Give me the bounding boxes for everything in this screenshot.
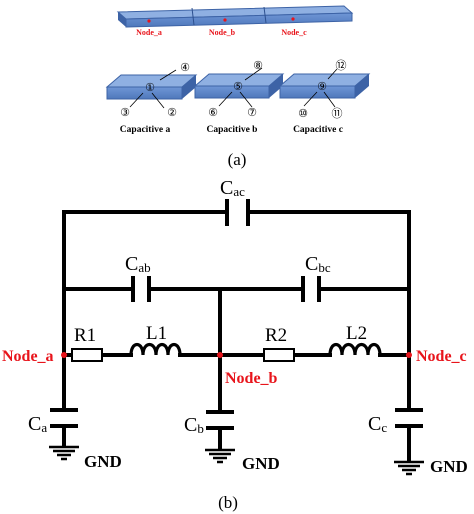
- label-node-a: Node_a: [2, 348, 54, 365]
- mark-5: ⑤: [233, 81, 243, 93]
- caption-b: (b): [218, 493, 238, 512]
- mark-6: ⑥: [208, 107, 218, 119]
- label-ca: Ca: [28, 413, 47, 435]
- label-node-c: Node_c: [416, 348, 467, 365]
- ground-symbol-c: [394, 460, 424, 476]
- label-gnd-b: GND: [242, 454, 280, 473]
- panel-b-circuit: [50, 199, 423, 463]
- inductor-l2: [328, 342, 382, 356]
- capacitive-block-c: ⑨ ⑩ ⑪ ⑫ Capacitive c: [278, 59, 371, 135]
- mark-4: ④: [180, 62, 190, 74]
- mark-7: ⑦: [247, 107, 257, 119]
- mark-2: ②: [167, 107, 177, 119]
- node-b-dot: [223, 18, 227, 22]
- mark-12: ⑫: [336, 59, 347, 72]
- mark-11: ⑪: [332, 107, 343, 120]
- mark-9: ⑨: [317, 81, 327, 93]
- node-b-junction: [217, 352, 223, 358]
- capacitive-block-b: ⑤ ⑥ ⑦ ⑧ Capacitive b: [193, 60, 285, 135]
- ground-symbol-b: [205, 448, 235, 464]
- panel-b-labels: Cac Cab Cbc Ca Cb Cc R1 R2 L1 L2 Node_a …: [2, 177, 468, 512]
- node-a-junction: [61, 352, 67, 358]
- inductor-l1: [129, 342, 182, 356]
- label-cac: Cac: [220, 177, 245, 199]
- mark-3: ③: [120, 107, 130, 119]
- label-cc: Cc: [368, 413, 387, 435]
- node-c-junction: [406, 352, 412, 358]
- node-a-dot: [147, 19, 151, 23]
- block-label-c: Capacitive c: [293, 125, 343, 135]
- mark-8: ⑧: [253, 60, 263, 72]
- block-label-b: Capacitive b: [207, 125, 258, 135]
- mark-1: ①: [145, 82, 155, 94]
- label-node-b: Node_b: [225, 370, 278, 387]
- label-gnd-c: GND: [430, 457, 468, 476]
- top-node-b-label: Node_b: [209, 28, 236, 37]
- caption-a: (a): [228, 150, 247, 169]
- top-node-a-label: Node_a: [136, 28, 162, 37]
- label-gnd-a: GND: [84, 452, 122, 471]
- node-c-dot: [291, 17, 295, 21]
- ground-symbol-a: [49, 445, 79, 461]
- label-l1: L1: [146, 323, 167, 344]
- panel-a: Node_a Node_b Node_c ① ② ③ ④ Capacitive …: [105, 5, 371, 169]
- label-r1: R1: [74, 325, 96, 346]
- label-cbc: Cbc: [305, 253, 331, 275]
- label-cb: Cb: [184, 414, 204, 436]
- resistor-r1: [71, 348, 103, 362]
- mark-10: ⑩: [298, 108, 308, 120]
- label-cab: Cab: [125, 253, 151, 275]
- capacitive-block-a: ① ② ③ ④ Capacitive a: [105, 62, 198, 135]
- block-label-a: Capacitive a: [120, 125, 171, 135]
- resistor-r2: [263, 348, 295, 362]
- label-l2: L2: [346, 323, 367, 344]
- label-r2: R2: [265, 325, 287, 346]
- top-plates: Node_a Node_b Node_c: [116, 5, 354, 37]
- top-node-c-label: Node_c: [281, 28, 307, 37]
